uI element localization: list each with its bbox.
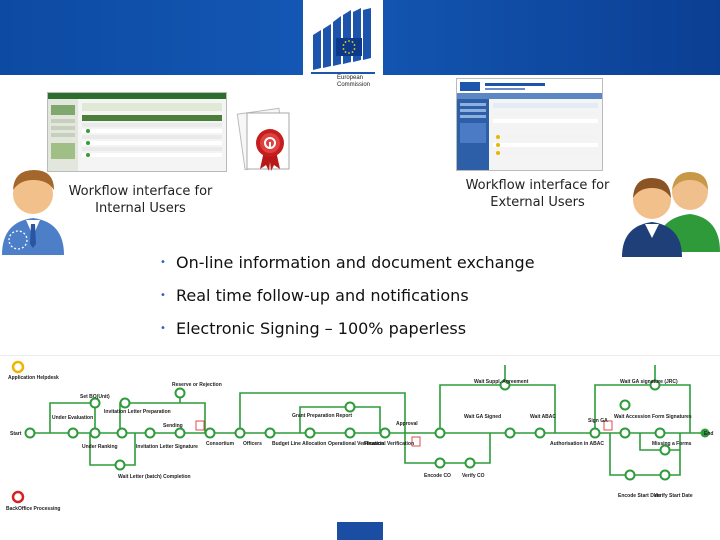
workflow-diagram: Application Helpdesk Set BO(Unit) Reserv… — [0, 355, 720, 512]
flow-label: Wait Letter (batch) Completion — [118, 474, 191, 480]
footer-logo-bar — [337, 522, 383, 540]
flow-label: Sign GA — [588, 418, 608, 424]
flow-label: Application Helpdesk — [8, 375, 59, 381]
bullet-text: On-line information and document exchang… — [176, 253, 535, 272]
ec-building-icon — [311, 8, 375, 74]
flow-label: Wait GA Signed — [464, 414, 501, 420]
external-users-avatar — [620, 162, 720, 257]
signed-document-icon — [233, 105, 298, 177]
bullet-text: Electronic Signing – 100% paperless — [176, 319, 467, 338]
feature-bullet-list: • On-line information and document exchan… — [160, 246, 535, 345]
flow-label: Set BO(Unit) — [80, 394, 110, 400]
flow-label: Verify CO — [462, 473, 485, 479]
flow-label: Wait Accession Form Signatures — [614, 414, 692, 420]
flow-label: Under Ranking — [82, 444, 118, 450]
bullet-icon: • — [160, 257, 166, 268]
flow-label: Sending — [163, 423, 183, 429]
flow-label: Encode Start Date — [618, 493, 661, 499]
flow-label: Consortium — [206, 441, 235, 447]
list-item: • On-line information and document exchan… — [160, 246, 535, 279]
brand-line1: European — [337, 75, 364, 81]
flow-label: Invitation Letter Signature — [136, 444, 198, 450]
bullet-icon: • — [160, 290, 166, 301]
ec-brand-text: European Commission — [337, 75, 377, 89]
flow-label: Missing a Forms — [652, 441, 692, 447]
flow-label: BackOffice Processing — [6, 506, 60, 512]
external-users-caption: Workflow interface for External Users — [465, 178, 610, 210]
flow-label: Authorisation in ABAC — [550, 441, 604, 447]
flow-label: Grant Preparation Report — [292, 413, 352, 419]
flow-label: Wait Suppl. Agreement — [474, 379, 529, 385]
external-workflow-screenshot — [456, 78, 603, 171]
flow-label: Operational Verification — [328, 441, 384, 447]
flow-label: Invitation Letter Preparation — [104, 409, 171, 415]
flow-label: Encode CO — [424, 473, 451, 479]
flow-label: Under Evaluation — [52, 415, 93, 421]
list-item: • Real time follow-up and notifications — [160, 279, 535, 312]
flow-label: Wait GA signature (JRC) — [620, 379, 678, 385]
bullet-text: Real time follow-up and notifications — [176, 286, 469, 305]
flow-label: End — [704, 431, 713, 437]
list-item: • Electronic Signing – 100% paperless — [160, 312, 535, 345]
flow-label: Approval — [396, 421, 418, 427]
flow-label: Budget Line Allocation — [272, 441, 326, 447]
flow-label: Officers — [243, 441, 262, 447]
internal-ui-thumbnail-icon — [48, 93, 226, 171]
flow-label: Reserve or Rejection — [172, 382, 222, 388]
flow-label: Verify Start Date — [654, 493, 693, 499]
internal-users-caption: Workflow interface for Internal Users — [68, 184, 213, 216]
flow-label: Financial Verification — [364, 441, 414, 447]
ec-logo — [303, 0, 383, 100]
internal-user-avatar — [0, 160, 66, 255]
brand-line2: Commission — [337, 82, 371, 88]
bullet-icon: • — [160, 323, 166, 334]
external-ui-thumbnail-icon — [457, 79, 602, 170]
flow-label: Start — [10, 431, 22, 437]
flow-label: Wait ABAC — [530, 414, 556, 420]
internal-workflow-screenshot — [47, 92, 227, 172]
